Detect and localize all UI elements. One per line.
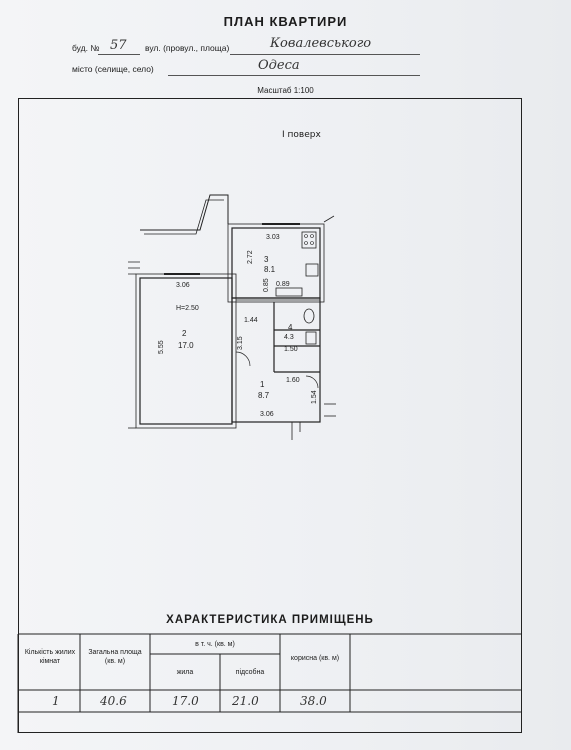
header-in-that: в т. ч. (кв. м) <box>195 641 235 648</box>
city-underline <box>168 75 420 76</box>
dim-bath-small: 0.85 <box>263 278 270 292</box>
street-label: вул. (провул., площа) <box>145 43 230 53</box>
dim-kitchen-width: 3.03 <box>266 234 280 241</box>
document-title: ПЛАН КВАРТИРИ <box>223 14 348 29</box>
room-3-number: 3 <box>264 255 269 264</box>
dim-kitchen-height: 2.72 <box>247 250 254 264</box>
value-useful: 38.0 <box>300 694 327 708</box>
dim-corridor-partition: 1.44 <box>244 317 258 324</box>
dim-room-width: 3.06 <box>176 282 190 289</box>
dim-wc-width: 1.50 <box>284 346 298 353</box>
room-4-number: 4 <box>288 323 293 332</box>
dim-corridor-height: 3.15 <box>237 336 244 350</box>
street-value: Ковалевського <box>270 36 372 51</box>
dim-bath-width: 0.89 <box>276 281 290 288</box>
building-number: 57 <box>110 38 127 53</box>
room-2-area: 17.0 <box>178 341 194 350</box>
header-living: жила <box>176 669 194 676</box>
dim-bottom-width: 3.06 <box>260 411 274 418</box>
value-rooms-count: 1 <box>52 694 60 708</box>
corridor-outline <box>231 297 321 423</box>
value-living: 17.0 <box>172 694 199 708</box>
header-auxiliary: підсобна <box>235 669 265 676</box>
building-underline <box>98 54 140 55</box>
dim-room-height: 5.55 <box>158 340 165 354</box>
room-3-area: 8.1 <box>264 265 276 274</box>
building-label: буд. № <box>72 43 100 53</box>
plan-frame <box>18 98 522 733</box>
header-rooms-count: Кількість жилих кімнат <box>24 649 76 665</box>
city-value: Одеса <box>258 58 300 73</box>
header-total-area: Загальна площа (кв. м) <box>88 649 142 665</box>
room-4-area: 4.3 <box>284 334 294 341</box>
characteristics-title: ХАРАКТЕРИСТИКА ПРИМІЩЕНЬ <box>166 614 374 626</box>
room-1-number: 1 <box>260 380 265 389</box>
room-2-number: 2 <box>182 329 187 338</box>
dim-hall-height: 1.54 <box>311 390 318 404</box>
dim-hall-width: 1.60 <box>286 377 300 384</box>
city-label: місто (селище, село) <box>72 64 154 74</box>
header-useful: корисна (кв. м) <box>290 655 340 662</box>
room-1-area: 8.7 <box>258 391 270 400</box>
floor-label: І поверх <box>282 130 321 140</box>
ceiling-height: H=2.50 <box>176 305 199 312</box>
value-auxiliary: 21.0 <box>232 694 259 708</box>
street-underline <box>230 54 420 55</box>
scale-label: Масштаб 1:100 <box>257 86 314 95</box>
value-total-area: 40.6 <box>100 694 127 708</box>
